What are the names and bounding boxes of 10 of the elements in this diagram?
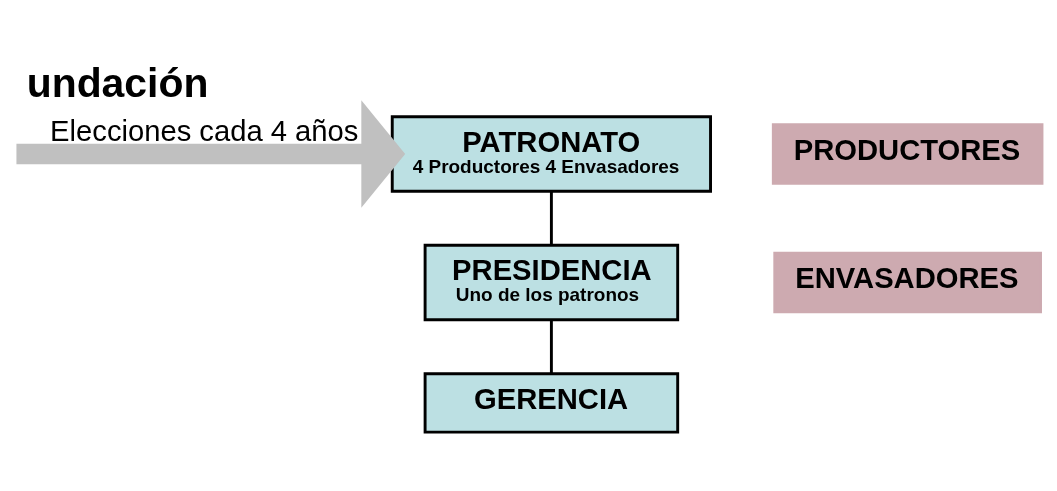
arrow xyxy=(16,99,406,208)
diagram-title: undación xyxy=(26,59,209,106)
connector xyxy=(549,319,553,374)
node-box: ENVASADORES xyxy=(773,251,1042,313)
node-box: PRESIDENCIA Uno de los patronos xyxy=(423,243,680,321)
node-box: PRODUCTORES xyxy=(771,122,1044,185)
node-box: PATRONATO 4 Productores 4 Envasadores xyxy=(390,114,712,193)
connector xyxy=(549,191,553,245)
node-box: GERENCIA xyxy=(423,371,680,434)
edge-label: Elecciones cada 4 años xyxy=(50,114,359,147)
